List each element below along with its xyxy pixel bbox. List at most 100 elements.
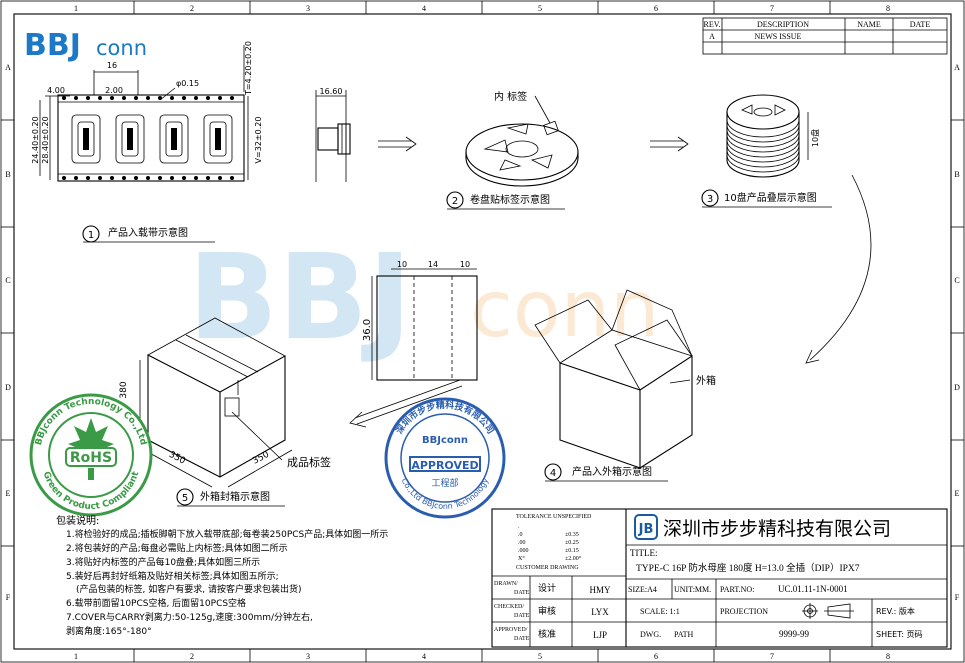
svg-text:T=4.20±0.20: T=4.20±0.20 [244,41,253,96]
svg-text:PATH: PATH [674,630,693,639]
company-logo-mark: JB [638,522,654,537]
svg-text:DATE: DATE [514,636,530,642]
zone-column-label: 2 [190,4,194,13]
zone-column-label: 5 [538,4,542,13]
svg-text:.00: .00 [518,540,526,546]
rev-header: REV. [704,20,721,29]
zone-row-label: C [954,276,959,285]
svg-text:.: . [518,524,520,530]
svg-text:BBJ: BBJ [24,28,81,63]
figure-4-open-box: 外箱 4 产品入外箱示意图 [534,289,716,482]
svg-text:±0.25: ±0.25 [565,540,579,546]
zone-column-label: 3 [306,652,310,661]
zone-row-label: E [6,489,11,498]
zone-column-label: 4 [422,652,426,661]
note-line-5: (产品包装的标签, 如客户有要求, 请按客户要求包装出货) [76,583,301,595]
figure-2-caption: 卷盘贴标签示意图 [470,193,550,206]
zone-column-label: 4 [422,4,426,13]
svg-text:TITLE:: TITLE: [630,548,658,558]
zone-column-label: 1 [74,652,78,661]
drawing-number: 9999-99 [779,629,809,639]
svg-text:外箱: 外箱 [696,374,716,387]
name-header: NAME [857,20,881,29]
company-name: 深圳市步步精科技有限公司 [663,518,891,540]
svg-text:14: 14 [428,260,438,269]
zone-column-label: 2 [190,652,194,661]
svg-text:DWG.: DWG. [640,630,661,639]
zone-column-label: 7 [770,4,774,13]
zone-column-label: 1 [74,4,78,13]
svg-text:内 标签: 内 标签 [494,90,527,103]
part-number: UC.01.11-1N-0001 [778,584,848,594]
zone-column-label: 6 [654,4,658,13]
zone-row-label: B [954,170,959,179]
figure-3-caption: 10盘产品叠层示意图 [724,191,817,204]
description-cell: NEWS ISSUE [755,32,802,41]
svg-text:16.60: 16.60 [320,87,343,96]
figure-1-carrier-tape: 16 4.00 2.00 φ0.15 28.40±0.20 24.40±0.20… [31,41,263,243]
svg-text:10: 10 [397,260,407,269]
svg-text:BBJ: BBJ [188,228,412,366]
svg-text:HMY: HMY [589,585,611,595]
svg-text:DRAWN/: DRAWN/ [494,581,518,587]
svg-text:RoHS: RoHS [70,450,112,466]
zone-column-label: 5 [538,652,542,661]
svg-text:5: 5 [182,493,188,504]
zone-column-label: 3 [306,4,310,13]
svg-text:SHEET: 页码: SHEET: 页码 [876,630,922,639]
svg-text:APPROVED: APPROVED [411,459,478,472]
rev-cell: A [709,32,715,41]
company-logo: BBJ conn [24,28,147,63]
zone-column-label: 8 [886,4,890,13]
title-block: TOLERANCE UNSPECIFIED . .0 ±0.35 .00 ±0.… [491,508,948,648]
svg-text:APPROVED/: APPROVED/ [494,627,528,633]
figure-5-caption: 外箱封箱示意图 [200,490,270,503]
svg-text:V=32±0.20: V=32±0.20 [254,117,263,164]
svg-text:核准: 核准 [538,628,556,640]
zone-row-label: F [955,593,960,602]
svg-text:2: 2 [452,196,458,207]
zone-column-label: 8 [886,652,890,661]
svg-text:成品标签: 成品标签 [287,455,331,469]
svg-text:±0.15: ±0.15 [565,548,579,554]
svg-text:REV.: 版本: REV.: 版本 [876,606,915,616]
rohs-compliance-badge: BBJconn Technology Co.,Ltd Green Product… [29,393,153,517]
svg-text:CHECKED/: CHECKED/ [494,604,524,610]
svg-text:conn: conn [470,265,659,355]
svg-text:PROJECTION: PROJECTION [720,607,768,616]
svg-text:X°: X° [518,555,525,562]
svg-text:CUSTOMER DRAWING: CUSTOMER DRAWING [516,565,579,571]
side-view: 16.60 [315,87,351,182]
svg-text:φ0.15: φ0.15 [176,79,199,88]
svg-text:10盘: 10盘 [810,129,820,147]
svg-text:±2.00°: ±2.00° [565,555,582,562]
zone-row-label: A [5,63,11,72]
svg-text:UNIT:MM.: UNIT:MM. [674,585,711,594]
note-line-6: 6.载带前面留10PCS空格, 后面留10PCS空格 [66,597,246,609]
packaging-notes: 包装说明: 1.将检验好的成品;插板脚朝下放入载带底部;每卷装250PCS产品;… [56,514,388,637]
svg-text:BBJconn: BBJconn [422,435,468,446]
svg-text:LJP: LJP [593,630,607,640]
svg-text:DATE: DATE [514,613,530,619]
svg-text:SCALE: 1:1: SCALE: 1:1 [640,607,680,616]
figure-5-sealed-box: 380 350 350 成品标签 5 外箱封箱示意图 [119,317,331,507]
svg-text:SIZE:A4: SIZE:A4 [628,585,657,594]
svg-text:工程部: 工程部 [431,477,458,489]
svg-text:.000: .000 [518,548,529,554]
svg-text:±0.35: ±0.35 [565,532,579,538]
svg-text:36.0: 36.0 [362,319,373,341]
svg-text:10: 10 [460,260,470,269]
figure-2-reel-label: 内 标签 2 卷盘贴标签示意图 [446,90,579,210]
tolerance-title: TOLERANCE UNSPECIFIED [516,514,592,520]
zone-row-label: B [5,170,10,179]
note-line-8: 剥离角度:165°-180° [66,625,152,637]
zone-column-label: 6 [654,652,658,661]
notes-title: 包装说明: [56,514,99,527]
svg-text:28.40±0.20: 28.40±0.20 [41,116,50,163]
svg-text:4.00: 4.00 [47,86,65,95]
svg-text:2.00: 2.00 [105,86,123,95]
approved-stamp: 深圳市步步精科技有限公司 Co.,Ltd BBJconn Technology … [384,397,506,519]
svg-text:.0: .0 [518,532,523,538]
